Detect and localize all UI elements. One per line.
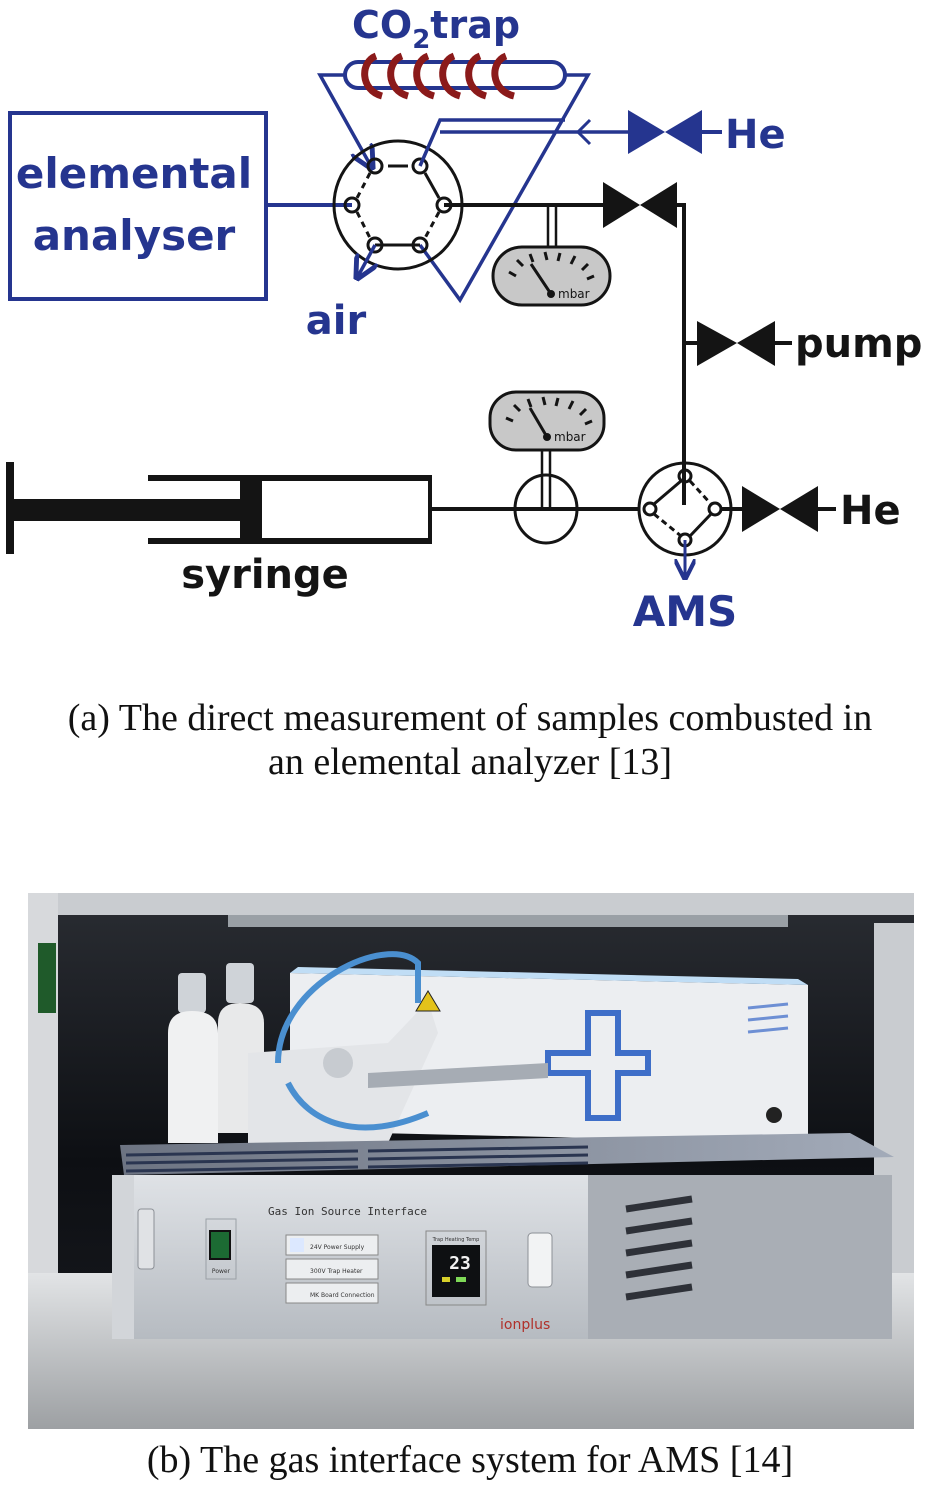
- ams-label: AMS: [633, 587, 738, 636]
- six-port-valve: [332, 139, 464, 271]
- panel-title: Gas Ion Source Interface: [268, 1205, 427, 1218]
- front-panel: [112, 1145, 892, 1339]
- power-switch: Power: [205, 1218, 237, 1280]
- elemental-analyser-label-1: elemental: [16, 149, 252, 198]
- svg-text:mbar: mbar: [558, 287, 590, 301]
- svg-text:MK Board Connection: MK Board Connection: [310, 1292, 375, 1299]
- brand-logo: ionplus: [500, 1317, 550, 1333]
- caption-a-line2: an elemental analyzer [13]: [267, 741, 673, 783]
- pressure-gauge-2: mbar: [488, 390, 606, 545]
- panel-buttons: 24V Power Supply 300V Trap Heater MK Boa…: [285, 1234, 379, 1304]
- syringe-label: syringe: [181, 552, 349, 598]
- svg-text:23: 23: [449, 1253, 471, 1274]
- he-bottom-label: He: [840, 488, 901, 534]
- temperature-display: Trap Heating Temp 23: [425, 1230, 487, 1306]
- elemental-analyser-label-2: analyser: [33, 211, 236, 260]
- valve-main: [603, 182, 677, 228]
- caption-a: (a) The direct measurement of samples co…: [0, 696, 940, 784]
- elemental-analyser-box: [8, 111, 268, 301]
- air-label: air: [306, 298, 367, 344]
- valve-he-bottom: [742, 486, 818, 532]
- caption-a-line1: (a) The direct measurement of samples co…: [67, 697, 873, 739]
- caption-b: (b) The gas interface system for AMS [14…: [146, 1439, 794, 1481]
- svg-text:mbar: mbar: [554, 430, 586, 444]
- he-top-label: He: [725, 112, 786, 158]
- co2-trap: [317, 52, 592, 304]
- pump-label: pump: [795, 321, 922, 367]
- svg-text:300V Trap Heater: 300V Trap Heater: [310, 1268, 363, 1275]
- svg-text:Trap Heating Temp: Trap Heating Temp: [432, 1237, 480, 1243]
- pressure-gauge-1: mbar: [491, 205, 612, 307]
- valve-he-top: [628, 110, 702, 154]
- svg-text:24V Power Supply: 24V Power Supply: [310, 1244, 365, 1251]
- upper-housing: [248, 967, 808, 1143]
- valve-pump: [697, 321, 775, 366]
- flow-diagram: CO2trap elemental analyser: [6, 3, 922, 636]
- syringe: [6, 462, 432, 554]
- co2-trap-label: CO2trap: [352, 3, 520, 55]
- gas-interface-photo: Power Gas Ion Source Interface 24V Power…: [28, 893, 914, 1429]
- svg-text:Power: Power: [212, 1268, 231, 1275]
- blue-tubing: [275, 951, 430, 1131]
